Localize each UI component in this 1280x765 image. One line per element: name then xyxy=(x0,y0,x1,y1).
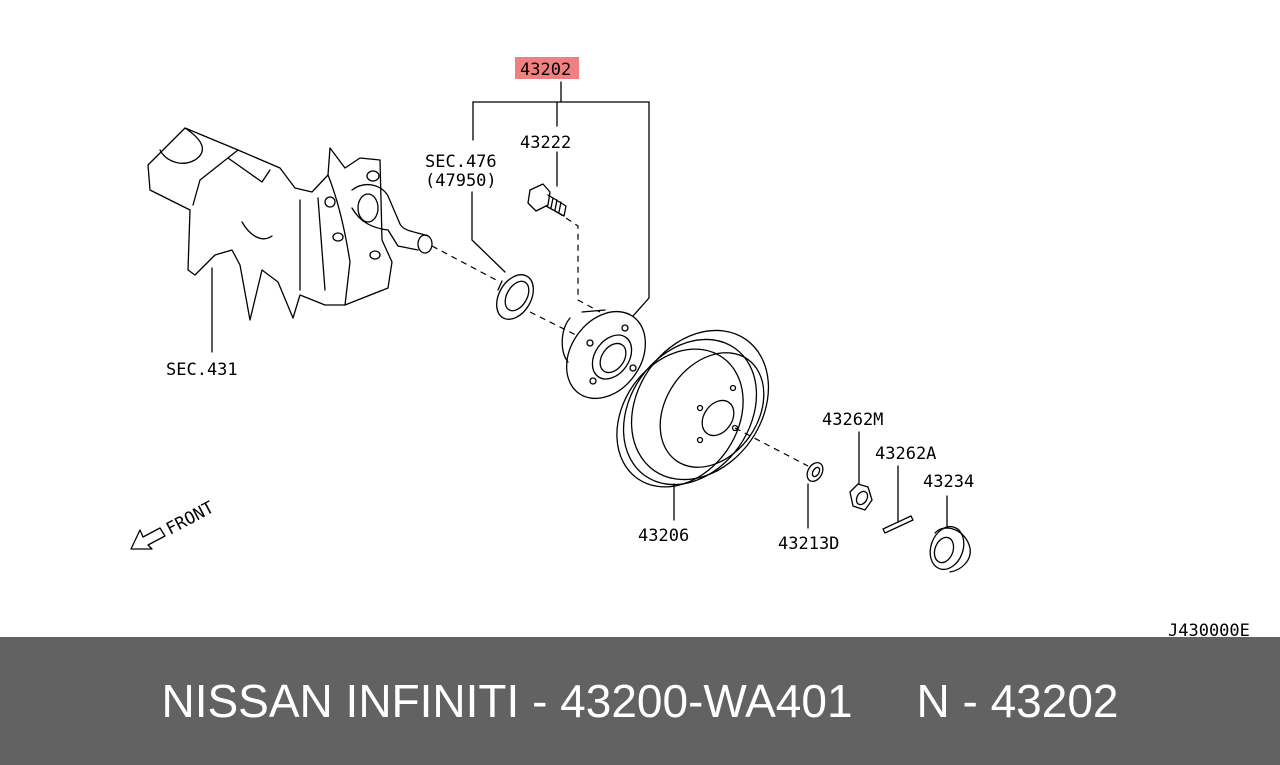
label-hub-bolt: 43222 xyxy=(520,133,571,153)
label-hub-assembly: 43202 xyxy=(520,60,571,80)
leader-lines xyxy=(211,81,948,529)
grease-cap xyxy=(929,525,971,573)
hub-bolt xyxy=(527,183,567,217)
label-sec476-ref: (47950) xyxy=(425,171,497,191)
part-line: NISSAN INFINITI - 43200-WA401 xyxy=(161,675,853,727)
hub-nut xyxy=(849,483,873,511)
banner-spacer xyxy=(853,674,917,728)
part-number-banner: NISSAN INFINITI - 43200-WA401 N - 43202 xyxy=(0,637,1280,765)
label-washer: 43213D xyxy=(778,534,839,554)
label-sec431: SEC.431 xyxy=(166,360,238,380)
cotter-pin xyxy=(882,515,914,534)
label-grease-cap: 43234 xyxy=(923,472,974,492)
label-sec476: SEC.476 xyxy=(425,152,497,172)
parts-diagram: FRONT 43202 43222 SEC.476 (47950) SEC.43… xyxy=(130,57,1250,637)
front-label: FRONT xyxy=(163,498,218,540)
front-arrow-icon xyxy=(130,527,166,550)
brake-drum xyxy=(616,329,770,488)
rear-axle-knuckle xyxy=(147,127,433,321)
label-cotter-pin: 43262A xyxy=(875,444,936,464)
hub-assembly xyxy=(561,309,647,400)
grease-seal xyxy=(496,274,534,320)
label-hub-nut: 43262M xyxy=(822,410,883,430)
diagram-ref-code: J430000E xyxy=(1168,621,1250,637)
label-brake-drum: 43206 xyxy=(638,526,689,546)
ref-line: N - 43202 xyxy=(916,675,1119,727)
washer xyxy=(806,462,824,482)
hub-assembly-highlight xyxy=(515,57,579,79)
